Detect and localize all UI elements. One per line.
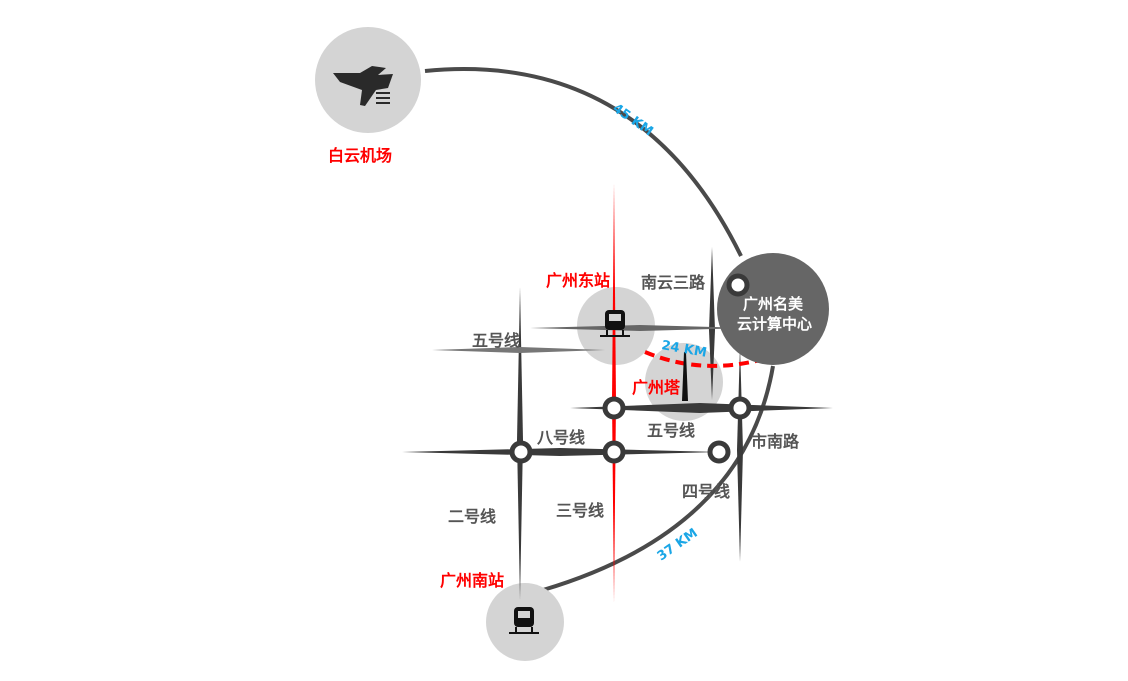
south-station-label: 广州南站 [440,571,504,590]
airplane-icon [333,66,393,106]
road-label-line8: 八号线 [536,428,585,447]
road-line5-left [432,347,605,353]
datacenter-label-1: 广州名美 [743,295,804,313]
route-tower-dashed [644,350,761,368]
node [602,396,626,420]
metro-line3 [612,183,616,603]
node [707,440,731,464]
road-label-line4: 四号线 [682,482,730,501]
distance-airport: 45 KM [610,101,656,139]
train-icon [509,607,539,634]
road-label-line2: 二号线 [448,507,496,526]
road-label-line5-left: 五号线 [472,331,520,350]
east-station-label: 广州东站 [546,271,610,290]
tower-label: 广州塔 [632,378,681,397]
road-line5 [570,403,833,413]
road-label-shinan: 市南路 [751,432,800,451]
road-label-nanyun: 南云三路 [641,273,706,292]
train-icon [600,310,630,337]
canton-tower-icon [682,352,688,401]
airport-label: 白云机场 [328,146,392,165]
node [602,440,626,464]
node [728,396,752,420]
station-nodes [509,273,752,464]
route-airport-arc [424,67,743,257]
road-label-line5: 五号线 [647,421,695,440]
node [726,273,750,297]
road-label-line3: 三号线 [556,501,604,520]
road-shinan [737,345,743,562]
road-line5-top [530,325,750,331]
datacenter-label-2: 云计算中心 [737,315,812,333]
distance-south: 37 KM [655,526,701,564]
node [509,440,533,464]
road-line8 [402,448,720,456]
road-nanyun [709,247,715,400]
